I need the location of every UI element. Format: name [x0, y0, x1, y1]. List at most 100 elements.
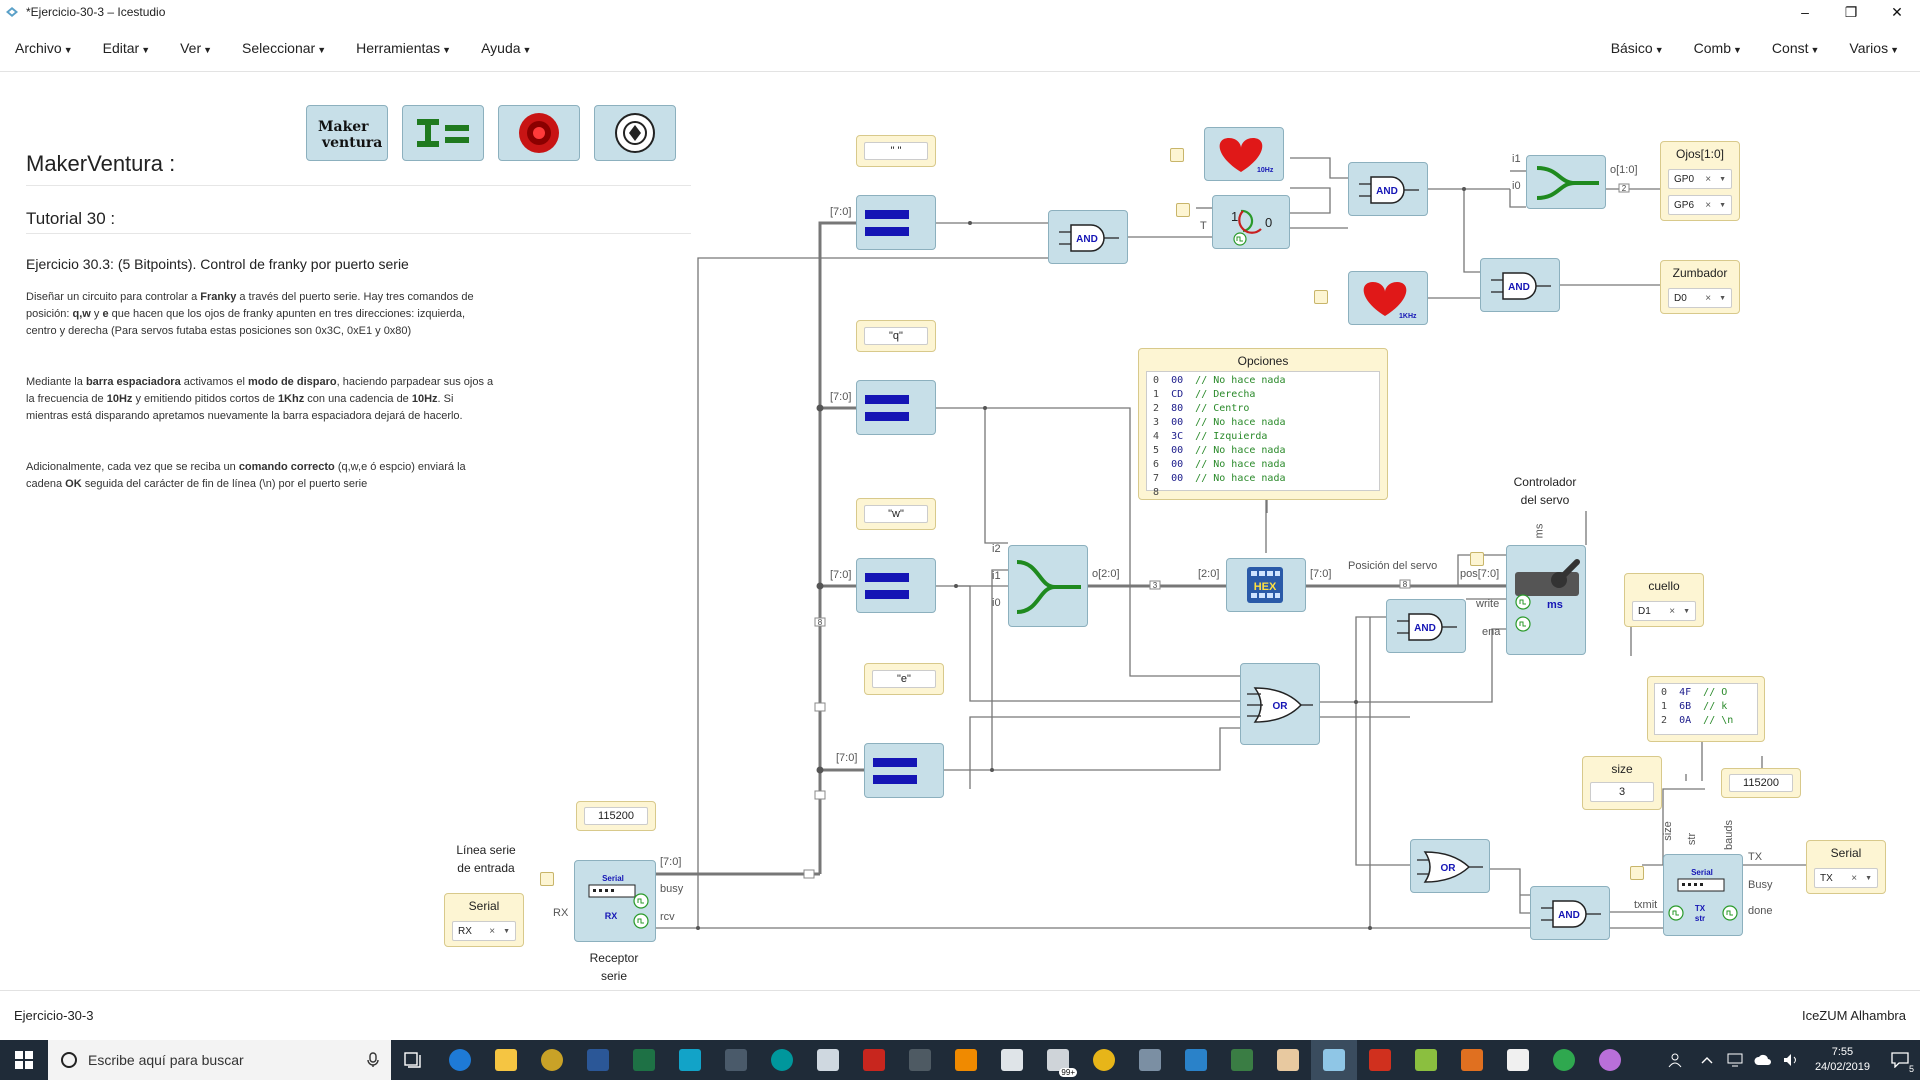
- const-baud-tx[interactable]: 115200: [1721, 768, 1801, 798]
- menu-editar[interactable]: Editar▼: [102, 39, 151, 56]
- close-button[interactable]: ✕: [1891, 3, 1903, 20]
- menu-comb[interactable]: Comb▼: [1693, 39, 1742, 56]
- vlc-icon[interactable]: [943, 1040, 989, 1080]
- or-gate-command[interactable]: OR: [1240, 663, 1320, 745]
- comparator-space[interactable]: [856, 195, 936, 250]
- paragraph-1: Diseñar un circuito para controlar a Fra…: [26, 291, 474, 337]
- pin-select-d0[interactable]: D0×▼: [1668, 288, 1732, 308]
- const-w[interactable]: "w": [856, 498, 936, 530]
- word-icon[interactable]: [575, 1040, 621, 1080]
- menu-varios[interactable]: Varios▼: [1849, 39, 1899, 56]
- and-gate-tx[interactable]: AND: [1530, 886, 1610, 940]
- taskbar-search[interactable]: Escribe aquí para buscar: [48, 1040, 391, 1080]
- menu-basico[interactable]: Básico▼: [1610, 39, 1664, 56]
- design-canvas[interactable]: 3 8 2 8 Maker ventura: [0, 73, 1920, 990]
- output-ojos[interactable]: Ojos[1:0] GP0×▼ GP6×▼: [1660, 141, 1740, 221]
- foxit-icon[interactable]: [1357, 1040, 1403, 1080]
- app-globe-icon[interactable]: [529, 1040, 575, 1080]
- menu-ayuda[interactable]: Ayuda▼: [481, 39, 532, 56]
- app-f-icon[interactable]: [851, 1040, 897, 1080]
- excel-icon[interactable]: [621, 1040, 667, 1080]
- hex-rom[interactable]: HEX: [1226, 558, 1306, 612]
- app-ring-icon[interactable]: [1541, 1040, 1587, 1080]
- const-size[interactable]: size 3: [1582, 756, 1662, 810]
- app-cloud-icon[interactable]: [897, 1040, 943, 1080]
- microphone-icon[interactable]: [367, 1052, 379, 1068]
- const-q[interactable]: "q": [856, 320, 936, 352]
- const-e[interactable]: "e": [864, 663, 944, 695]
- or-gate-tx[interactable]: OR: [1410, 839, 1490, 893]
- caret-down-icon: ▼: [1810, 44, 1820, 55]
- seal-logo[interactable]: [594, 105, 676, 161]
- start-button[interactable]: [0, 1040, 48, 1080]
- app-notepad-icon[interactable]: [1403, 1040, 1449, 1080]
- volume-icon[interactable]: [1777, 1040, 1805, 1080]
- minimize-button[interactable]: –: [1801, 4, 1809, 20]
- menu-const[interactable]: Const▼: [1771, 39, 1820, 56]
- notification-icon[interactable]: 5: [1880, 1040, 1920, 1080]
- app-c-icon[interactable]: [667, 1040, 713, 1080]
- output-serial-tx[interactable]: Serial TX×▼: [1806, 840, 1886, 894]
- tx-label: TX: [1695, 904, 1706, 913]
- and-gate-buzzer[interactable]: AND: [1480, 258, 1560, 312]
- makerventura-logo[interactable]: Maker ventura: [306, 105, 388, 161]
- pin-select-rx[interactable]: RX×▼: [452, 921, 516, 941]
- heartbeat-10hz[interactable]: 10Hz: [1204, 127, 1284, 181]
- pin-select-d1[interactable]: D1×▼: [1632, 601, 1696, 621]
- pin-select-tx[interactable]: TX×▼: [1814, 868, 1878, 888]
- app-board-icon[interactable]: [713, 1040, 759, 1080]
- file-explorer-icon[interactable]: [483, 1040, 529, 1080]
- app-image-icon[interactable]: [1265, 1040, 1311, 1080]
- app-network-icon[interactable]: [1127, 1040, 1173, 1080]
- icestudio-taskbar-icon[interactable]: [1311, 1040, 1357, 1080]
- app-inkscape-icon[interactable]: [805, 1040, 851, 1080]
- menu-archivo[interactable]: Archivo▼: [15, 39, 73, 56]
- const-baud-rx[interactable]: 115200: [576, 801, 656, 831]
- app-shield-icon[interactable]: [1449, 1040, 1495, 1080]
- mail-icon[interactable]: 99+: [1035, 1040, 1081, 1080]
- output-zumbador[interactable]: Zumbador D0×▼: [1660, 260, 1740, 314]
- maximize-button[interactable]: ❐: [1844, 3, 1858, 20]
- pin-select-gp6[interactable]: GP6×▼: [1668, 195, 1732, 215]
- heartbeat-1khz[interactable]: 1KHz: [1348, 271, 1428, 325]
- output-cuello[interactable]: cuello D1×▼: [1624, 573, 1704, 627]
- people-icon[interactable]: [1657, 1040, 1693, 1080]
- icestudio-logo[interactable]: [402, 105, 484, 161]
- and-gate-space[interactable]: AND: [1048, 210, 1128, 264]
- menu-herramientas[interactable]: Herramientas▼: [356, 39, 452, 56]
- app-balloon-icon[interactable]: [1587, 1040, 1633, 1080]
- display-icon[interactable]: [1721, 1040, 1749, 1080]
- comparator-w[interactable]: [856, 558, 936, 613]
- bus-join-3[interactable]: [1008, 545, 1088, 627]
- cloud-icon[interactable]: [1749, 1040, 1777, 1080]
- app-git-icon[interactable]: [1219, 1040, 1265, 1080]
- arduino-icon[interactable]: [759, 1040, 805, 1080]
- input-serial-rx[interactable]: Serial RX×▼: [444, 893, 524, 947]
- chevron-up-icon[interactable]: [1693, 1040, 1721, 1080]
- pin-select-gp0[interactable]: GP0×▼: [1668, 169, 1732, 189]
- calculator-icon[interactable]: [989, 1040, 1035, 1080]
- task-view-icon[interactable]: [391, 1040, 437, 1080]
- bus-join-2[interactable]: [1526, 155, 1606, 209]
- vscode-icon[interactable]: [1173, 1040, 1219, 1080]
- edge-icon[interactable]: [437, 1040, 483, 1080]
- and-gate-servo[interactable]: AND: [1386, 599, 1466, 653]
- servo-controller[interactable]: ms: [1506, 545, 1586, 655]
- chrome-icon[interactable]: [1081, 1040, 1127, 1080]
- app-t-icon[interactable]: [1495, 1040, 1541, 1080]
- mail-badge: 99+: [1059, 1068, 1077, 1077]
- comparator-e[interactable]: [864, 743, 944, 798]
- status-board-name[interactable]: IceZUM Alhambra: [1801, 1008, 1906, 1023]
- menu-seleccionar[interactable]: Seleccionar▼: [242, 39, 327, 56]
- and-gate-blink[interactable]: AND: [1348, 162, 1428, 216]
- red-emblem-logo[interactable]: [498, 105, 580, 161]
- menu-ver[interactable]: Ver▼: [180, 39, 213, 56]
- taskbar-clock[interactable]: 7:55 24/02/2019: [1815, 1045, 1870, 1075]
- const-space[interactable]: " ": [856, 135, 936, 167]
- comparator-q[interactable]: [856, 380, 936, 435]
